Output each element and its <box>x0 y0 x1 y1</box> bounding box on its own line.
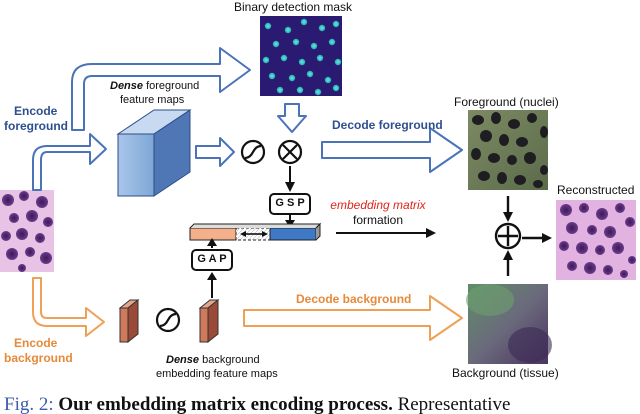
encode-background-label-2: background <box>4 351 73 365</box>
dense-foreground-rest: foreground <box>143 80 200 92</box>
input-image <box>0 190 54 272</box>
dense-foreground-label: Dense foreground <box>110 80 199 92</box>
block-to-sigmoid-arrow <box>195 137 235 167</box>
to-mask-arrow <box>71 47 251 131</box>
decode-foreground-arrow <box>321 127 463 173</box>
foreground-title: Foreground (nuclei) <box>454 95 559 109</box>
dense-background-label: Dense background <box>166 354 260 366</box>
background-title: Background (tissue) <box>452 366 559 380</box>
embedding-matrix <box>189 222 322 241</box>
dense-foreground-line2: feature maps <box>120 94 185 106</box>
decode-foreground-label: Decode foreground <box>332 118 443 132</box>
gap-label: G A P <box>197 253 227 265</box>
binary-detection-mask <box>260 16 342 96</box>
dense-foreground-bold: Dense <box>110 80 144 92</box>
foreground-nuclei-image <box>468 110 548 190</box>
dense-background-bold: Dense <box>166 354 200 366</box>
decode-background-arrow <box>243 295 463 341</box>
foreground-feature-block <box>116 109 192 197</box>
encode-foreground-label-2: foreground <box>4 119 68 133</box>
plus-circle-icon <box>494 222 522 250</box>
encode-background-arrow <box>32 277 105 337</box>
mask-title: Binary detection mask <box>234 0 353 14</box>
caption-fig: Fig. 2: <box>4 394 54 414</box>
background-feature-block-1 <box>118 298 140 344</box>
encode-foreground-arrow <box>32 133 107 191</box>
embedding-label-2: formation <box>352 213 404 227</box>
background-tissue-image <box>466 284 552 364</box>
dense-background-line2: embedding feature maps <box>156 368 278 380</box>
caption-rest: Representative <box>397 394 511 414</box>
reconstructed-image <box>556 200 636 280</box>
decode-background-label: Decode background <box>296 292 412 306</box>
multiply-icon <box>277 139 303 165</box>
caption-title: Our embedding matrix encoding process. <box>58 394 393 414</box>
mask-down-arrow <box>277 103 307 133</box>
gsp-label: G S P <box>275 197 305 209</box>
encode-foreground-label-1: Encode <box>14 104 58 118</box>
embedding-label-1: embedding matrix <box>330 198 426 212</box>
reconstructed-label: Reconstructed <box>557 183 635 197</box>
background-feature-block-2 <box>198 298 220 344</box>
dense-background-rest: background <box>199 354 260 366</box>
figure-caption: Fig. 2: Our embedding matrix encoding pr… <box>4 394 640 414</box>
sigmoid-icon <box>240 139 266 165</box>
sigmoid-icon <box>155 307 181 333</box>
encode-background-label-1: Encode <box>14 336 58 350</box>
gap-box <box>191 249 233 271</box>
